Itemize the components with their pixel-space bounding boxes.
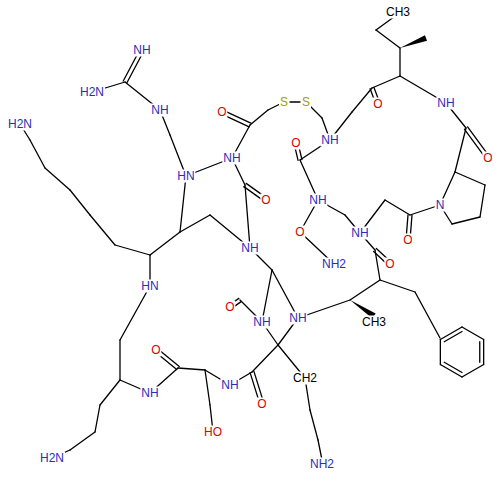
atom-label: O (402, 234, 413, 247)
bond-line (245, 185, 250, 248)
atom-label: NH (308, 194, 327, 207)
bond-line (45, 168, 70, 190)
bond-line (399, 48, 400, 76)
bond-line (90, 215, 115, 245)
bond-line (310, 410, 318, 440)
bond-line (70, 432, 95, 450)
atom-label: HO (203, 426, 223, 439)
atom-label: S (279, 96, 289, 109)
atom-label: CH3 (361, 316, 387, 329)
atom-label: HN (140, 280, 159, 293)
atom-label: NH (288, 312, 307, 325)
bond-line (350, 280, 380, 300)
atom-label: H2N (39, 452, 65, 465)
atom-label: CH3 (385, 6, 411, 19)
bond-line (455, 128, 466, 172)
bond-line (290, 101, 300, 102)
atom-label: O (260, 194, 271, 207)
atom-label: NH (240, 242, 259, 255)
bond-line (150, 232, 180, 255)
atom-label: O (224, 301, 235, 314)
atom-label: NH (222, 152, 241, 165)
bond-line (262, 270, 272, 322)
bond-line (480, 185, 485, 217)
atom-label: H2N (7, 118, 33, 131)
bond-line (479, 342, 480, 363)
bond-line (375, 250, 380, 280)
atom-label: NH (252, 316, 271, 329)
atom-label: NH (220, 379, 239, 392)
bond-line (120, 286, 150, 340)
bond-line (252, 345, 278, 372)
bond-line (100, 380, 120, 405)
atom-label: NH (140, 387, 159, 400)
bond-line (444, 332, 462, 342)
atom-label: NH (350, 227, 369, 240)
atom-label: O (290, 137, 301, 150)
bond-line (250, 110, 268, 125)
bond-line (30, 140, 45, 168)
atom-label: O (482, 152, 493, 165)
atom-label: NH (436, 97, 455, 110)
bond-line (380, 280, 415, 292)
wedge-bond (400, 35, 427, 48)
bond-line (385, 200, 410, 215)
atom-label: NH2 (309, 458, 335, 471)
atom-label: O (216, 106, 227, 119)
bond-line (205, 370, 210, 405)
bond-line (180, 215, 210, 232)
bond-line (119, 340, 120, 380)
atom-label: O (256, 398, 267, 411)
atom-label: NH (132, 44, 151, 57)
atom-label: O (294, 226, 305, 239)
atom-label: NH (320, 134, 339, 147)
atom-label: H2N (79, 86, 105, 99)
bond-line (352, 88, 372, 112)
atom-label: O (384, 258, 395, 271)
atom-label: O (372, 98, 383, 111)
bond-line (415, 292, 440, 338)
atom-label: HN (176, 170, 195, 183)
bond-line (462, 327, 484, 340)
bond-line (70, 190, 90, 215)
bond-line (444, 362, 462, 372)
atom-label: NH (150, 104, 169, 117)
bond-line (483, 340, 484, 365)
atom-label: CH2 (292, 372, 318, 385)
atom-label: S (301, 96, 311, 109)
bond-line (455, 172, 485, 185)
bond-line (178, 368, 205, 370)
atom-label: NH2 (321, 258, 347, 271)
bond-line (462, 365, 484, 378)
bond-line (452, 217, 480, 224)
bond-line (95, 405, 100, 432)
atom-label: N (435, 199, 446, 212)
bond-line (115, 245, 150, 255)
bond-line (372, 76, 400, 88)
bond-line (180, 176, 186, 232)
atom-label: O (150, 344, 161, 357)
bond-line (376, 30, 400, 48)
bond-line (440, 340, 441, 365)
